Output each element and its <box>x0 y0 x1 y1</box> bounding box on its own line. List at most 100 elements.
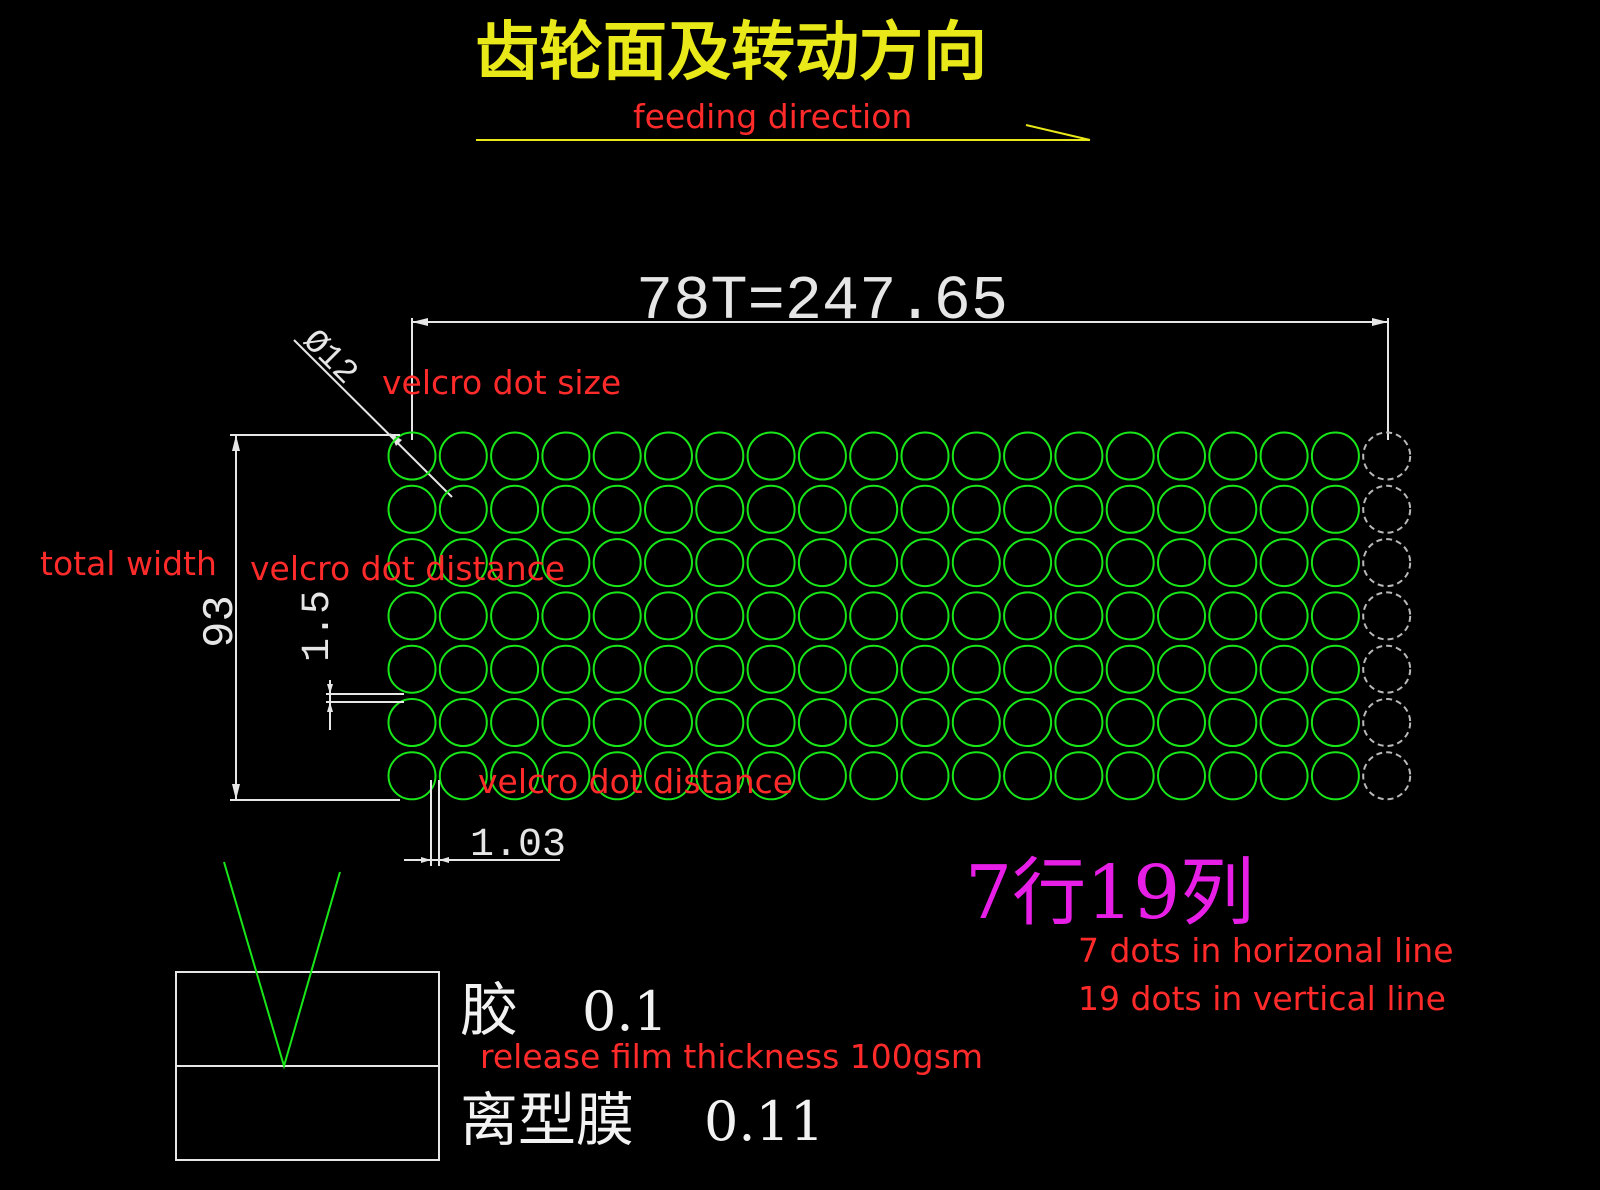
ghost-dot <box>1362 484 1412 534</box>
velcro-dot <box>1003 591 1053 641</box>
velcro-dot <box>1003 698 1053 747</box>
velcro-dot <box>1157 484 1206 534</box>
velcro-dot <box>1208 538 1258 588</box>
horizontal-gap-dimension-line <box>404 780 560 866</box>
velcro-dot <box>695 751 745 801</box>
rows-cols-label: 7行19列 <box>965 850 1254 936</box>
velcro-dot <box>1054 484 1104 534</box>
velcro-dot <box>849 431 899 481</box>
adhesive-layer-value: 0.1 <box>582 980 668 1043</box>
velcro-dot <box>387 751 437 801</box>
velcro-dot <box>1105 591 1155 641</box>
velcro-dot <box>387 431 437 481</box>
velcro-dot <box>438 484 488 534</box>
ghost-dot <box>1362 431 1412 481</box>
velcro-dot <box>1105 644 1155 694</box>
velcro-dot <box>541 591 591 641</box>
velcro-dot <box>644 644 693 694</box>
title: 齿轮面及转动方向 <box>475 15 987 90</box>
velcro-dot <box>644 431 693 481</box>
dot-size-label: velcro dot size <box>382 363 621 402</box>
velcro-dot <box>490 698 540 747</box>
velcro-dot <box>1105 698 1155 747</box>
velcro-dot <box>951 538 1001 588</box>
velcro-dot <box>1003 751 1053 801</box>
velcro-dot <box>1003 484 1053 534</box>
velcro-dot <box>1105 431 1155 481</box>
total-width-label: total width <box>40 544 217 583</box>
adhesive-layer-name: 胶 <box>460 976 518 1044</box>
velcro-dot <box>1003 431 1053 481</box>
velcro-dot <box>1157 538 1206 588</box>
velcro-dot <box>592 698 642 747</box>
velcro-dot <box>695 591 745 641</box>
ghost-dot <box>1362 751 1412 801</box>
vertical-gap-dimension-line <box>326 680 404 730</box>
ghost-dot <box>1362 644 1412 694</box>
velcro-dot <box>797 484 847 534</box>
velcro-dot <box>951 591 1001 641</box>
velcro-dot <box>797 698 847 747</box>
velcro-dot <box>1105 751 1155 801</box>
velcro-dot <box>387 698 437 747</box>
velcro-dot <box>1157 644 1206 694</box>
velcro-dot <box>1310 538 1360 588</box>
velcro-dot <box>900 591 950 641</box>
velcro-dot <box>849 751 899 801</box>
top-dimension-label: 78T=247.65 <box>636 266 1008 337</box>
velcro-dot <box>797 751 847 801</box>
velcro-dot <box>490 644 540 694</box>
velcro-dot <box>644 591 693 641</box>
velcro-dot <box>849 644 899 694</box>
velcro-dot <box>592 644 642 694</box>
velcro-dot <box>541 538 591 588</box>
velcro-dot <box>695 644 745 694</box>
velcro-dot <box>592 431 642 481</box>
velcro-dot <box>951 484 1001 534</box>
velcro-dot <box>900 484 950 534</box>
velcro-dot <box>695 431 745 481</box>
velcro-dot <box>1208 751 1258 801</box>
velcro-dot <box>1105 484 1155 534</box>
layer-diagram <box>175 861 440 1161</box>
velcro-dot <box>1259 538 1309 588</box>
velcro-dot <box>1310 644 1360 694</box>
velcro-dot <box>1310 431 1360 481</box>
velcro-dot <box>1003 644 1053 694</box>
dots-vertical-label: 19 dots in vertical line <box>1078 979 1446 1018</box>
velcro-dot <box>1259 484 1309 534</box>
velcro-dot <box>1157 591 1206 641</box>
velcro-dot <box>1310 484 1360 534</box>
feeding-direction-arrow <box>476 124 1091 141</box>
velcro-dot <box>746 751 796 801</box>
velcro-dot <box>644 538 693 588</box>
feeding-direction-label: feeding direction <box>633 97 912 136</box>
velcro-dot <box>1310 591 1360 641</box>
velcro-dot <box>797 644 847 694</box>
velcro-dot <box>1054 431 1104 481</box>
diameter-label: Ø12 <box>294 323 364 393</box>
velcro-dot <box>1054 698 1104 747</box>
release-film-layer-value: 0.11 <box>704 1090 824 1153</box>
release-film-label: release film thickness 100gsm <box>480 1037 983 1076</box>
velcro-dot <box>592 484 642 534</box>
velcro-dot <box>490 538 540 588</box>
velcro-dot <box>490 484 540 534</box>
velcro-dot <box>1310 751 1360 801</box>
ghost-dot <box>1362 538 1412 588</box>
velcro-dot <box>1157 431 1206 481</box>
velcro-dot <box>1157 698 1206 747</box>
velcro-dot <box>849 538 899 588</box>
velcro-dot <box>387 591 437 641</box>
velcro-dot <box>951 698 1001 747</box>
velcro-dot <box>951 431 1001 481</box>
velcro-dot <box>592 591 642 641</box>
velcro-dot <box>438 431 488 481</box>
velcro-dot <box>438 751 488 801</box>
velcro-dot <box>900 698 950 747</box>
velcro-dot <box>1259 644 1309 694</box>
velcro-dot <box>1208 431 1258 481</box>
dots-horizontal-label: 7 dots in horizonal line <box>1078 931 1454 970</box>
velcro-dot <box>695 484 745 534</box>
